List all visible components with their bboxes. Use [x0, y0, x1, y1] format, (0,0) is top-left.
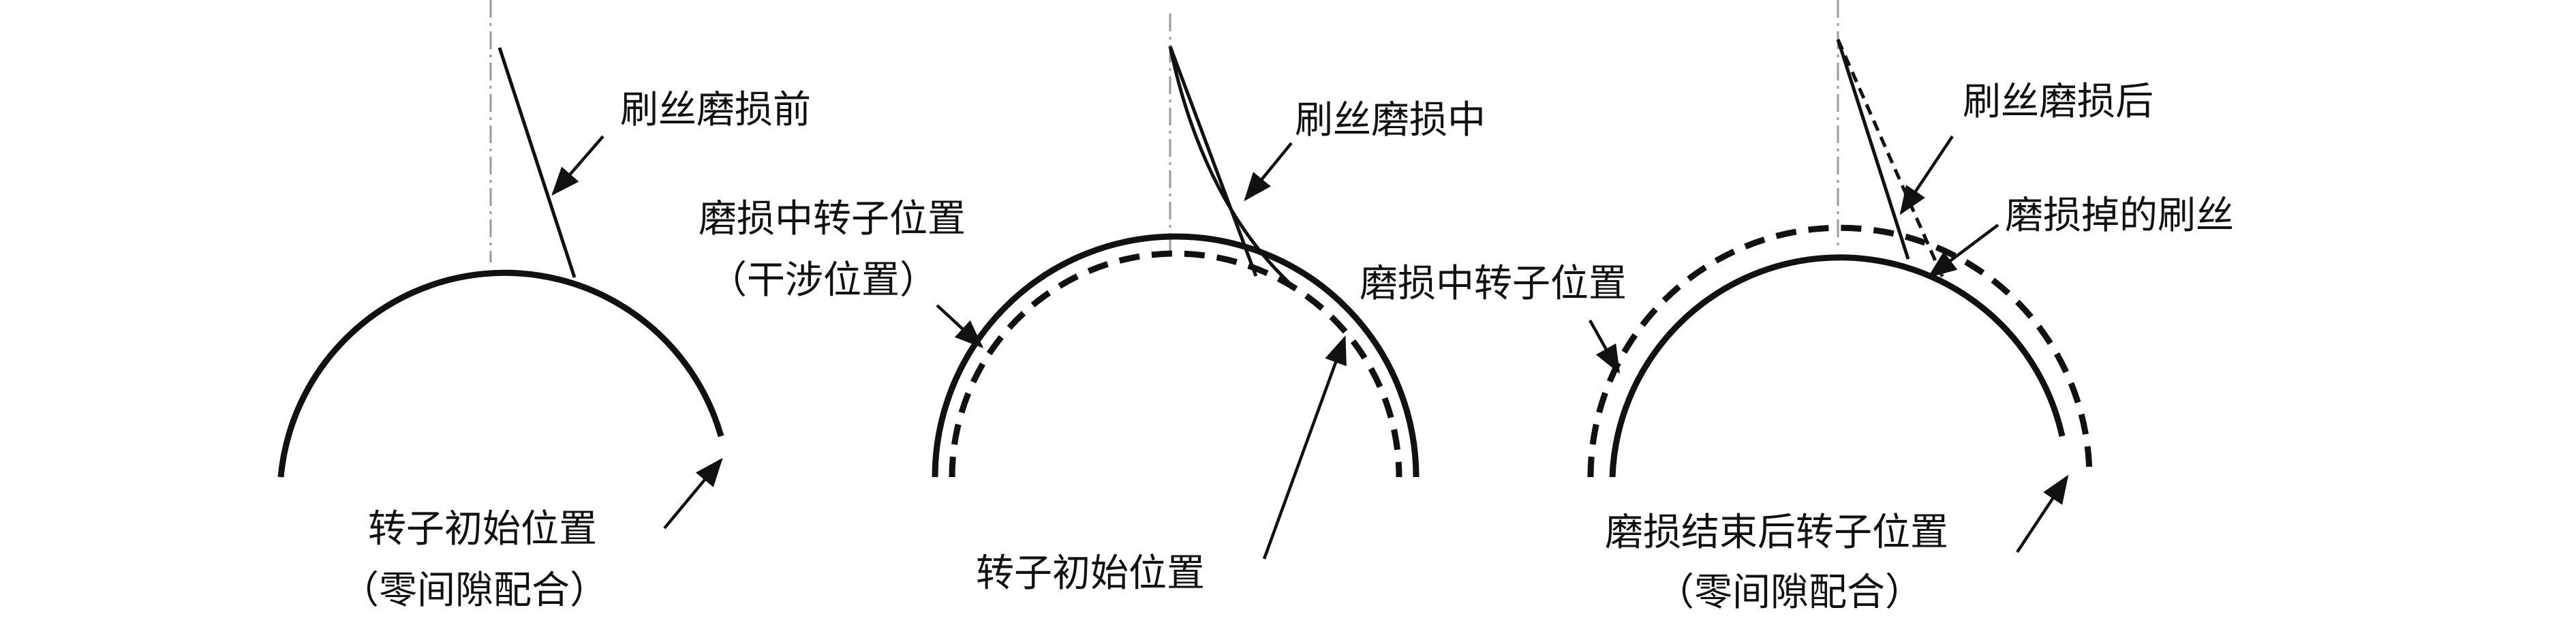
rotor-final-label: 磨损结束后转子位置: [1605, 510, 1948, 555]
rotor-initial-arrow-1: [663, 457, 723, 530]
rotor-during-arc: [1587, 224, 2093, 478]
rotor-interference-arc: [932, 233, 1420, 478]
worn-bristle-arrow: [1927, 224, 1999, 278]
rotor-initial-label-1: 转子初始位置: [368, 507, 597, 551]
bristle-during-label: 刷丝磨损中: [1295, 98, 1486, 142]
interference-note: （干涉位置）: [709, 258, 938, 303]
worn-bristle-label: 磨损掉的刷丝: [2005, 194, 2234, 238]
rotor-final-note: （零间隙配合）: [1656, 570, 1923, 615]
rotor-initial-arc-2: [949, 250, 1402, 478]
bristle-before: [497, 47, 577, 278]
rotor-initial-note-1: （零间隙配合）: [341, 568, 608, 613]
rotor-during-arrow: [1589, 319, 1621, 374]
bristle-deflected: [1168, 46, 1293, 286]
bristle-original: [1168, 46, 1258, 277]
rotor-final-arrow: [2016, 474, 2069, 553]
bristle-after: [1836, 39, 1910, 260]
panel-after: 刷丝磨损后 磨损掉的刷丝 磨损中转子位置 磨损结束后转子位置 （零间隙配合）: [1360, 0, 2234, 615]
bristle-after-label: 刷丝磨损后: [1963, 80, 2153, 124]
worn-bristle-portion: [1836, 38, 1946, 281]
rotor-final-arc: [1609, 254, 2066, 478]
rotor-initial-arc-1: [277, 269, 724, 478]
rotor-initial-arrow-2: [1262, 335, 1347, 560]
bristle-after-arrow: [1899, 135, 1954, 215]
bristle-before-label: 刷丝磨损前: [620, 88, 811, 132]
interference-arrow: [936, 304, 984, 348]
interference-label: 磨损中转子位置: [699, 197, 966, 241]
bristle-during-arrow: [1244, 142, 1293, 202]
bristle-before-arrow: [551, 135, 604, 196]
rotor-initial-label-2: 转子初始位置: [976, 551, 1205, 596]
rotor-during-label: 磨损中转子位置: [1360, 262, 1627, 306]
panel-during: 刷丝磨损中 磨损中转子位置 （干涉位置） 转子初始位置: [699, 14, 1486, 596]
panel-before: 刷丝磨损前 转子初始位置 （零间隙配合）: [277, 0, 811, 613]
